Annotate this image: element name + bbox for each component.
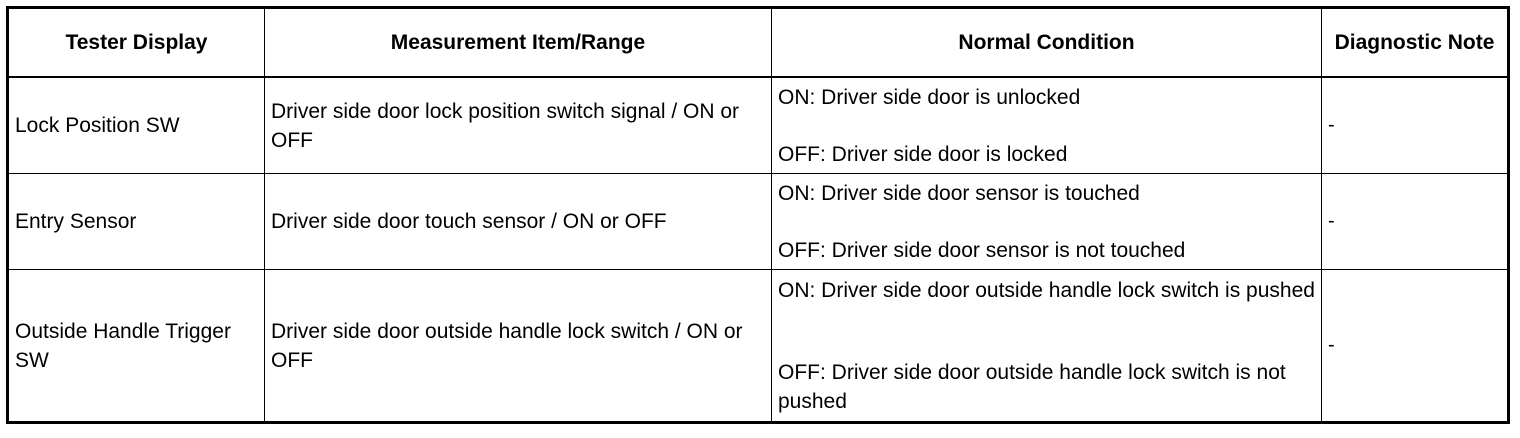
header-normal-condition: Normal Condition (771, 7, 1322, 78)
cell-normal-condition: ON: Driver side door sensor is touched O… (771, 173, 1322, 270)
condition-block: ON: Driver side door outside handle lock… (778, 272, 1315, 420)
cell-normal-condition: ON: Driver side door outside handle lock… (771, 269, 1322, 423)
cell-diagnostic-note: - (1321, 76, 1509, 174)
condition-on: ON: Driver side door is unlocked (778, 85, 1081, 109)
table-header-row: Tester Display Measurement Item/Range No… (7, 7, 1509, 78)
data-list-table: Tester Display Measurement Item/Range No… (6, 6, 1510, 424)
cell-tester-display: Entry Sensor (7, 173, 265, 270)
data-list-table-container: Tester Display Measurement Item/Range No… (6, 6, 1510, 428)
cell-measurement: Driver side door outside handle lock swi… (264, 269, 772, 423)
condition-block: ON: Driver side door is unlocked OFF: Dr… (778, 79, 1315, 173)
condition-on: ON: Driver side door outside handle lock… (778, 278, 1315, 302)
cell-diagnostic-note: - (1321, 269, 1509, 423)
condition-off: OFF: Driver side door is locked (778, 142, 1068, 166)
condition-off: OFF: Driver side door sensor is not touc… (778, 238, 1186, 262)
condition-on: ON: Driver side door sensor is touched (778, 181, 1140, 205)
header-diagnostic-note: Diagnostic Note (1321, 7, 1509, 78)
cell-tester-display: Lock Position SW (7, 76, 265, 174)
cell-normal-condition: ON: Driver side door is unlocked OFF: Dr… (771, 76, 1322, 174)
cell-measurement: Driver side door lock position switch si… (264, 76, 772, 174)
header-tester-display: Tester Display (7, 7, 265, 78)
condition-off: OFF: Driver side door outside handle loc… (778, 360, 1286, 413)
table-row: Outside Handle Trigger SW Driver side do… (7, 269, 1509, 423)
cell-measurement: Driver side door touch sensor / ON or OF… (264, 173, 772, 270)
table-row: Lock Position SW Driver side door lock p… (7, 76, 1509, 174)
table-row: Entry Sensor Driver side door touch sens… (7, 173, 1509, 270)
header-measurement-item: Measurement Item/Range (264, 7, 772, 78)
cell-tester-display: Outside Handle Trigger SW (7, 269, 265, 423)
cell-diagnostic-note: - (1321, 173, 1509, 270)
condition-block: ON: Driver side door sensor is touched O… (778, 175, 1315, 269)
